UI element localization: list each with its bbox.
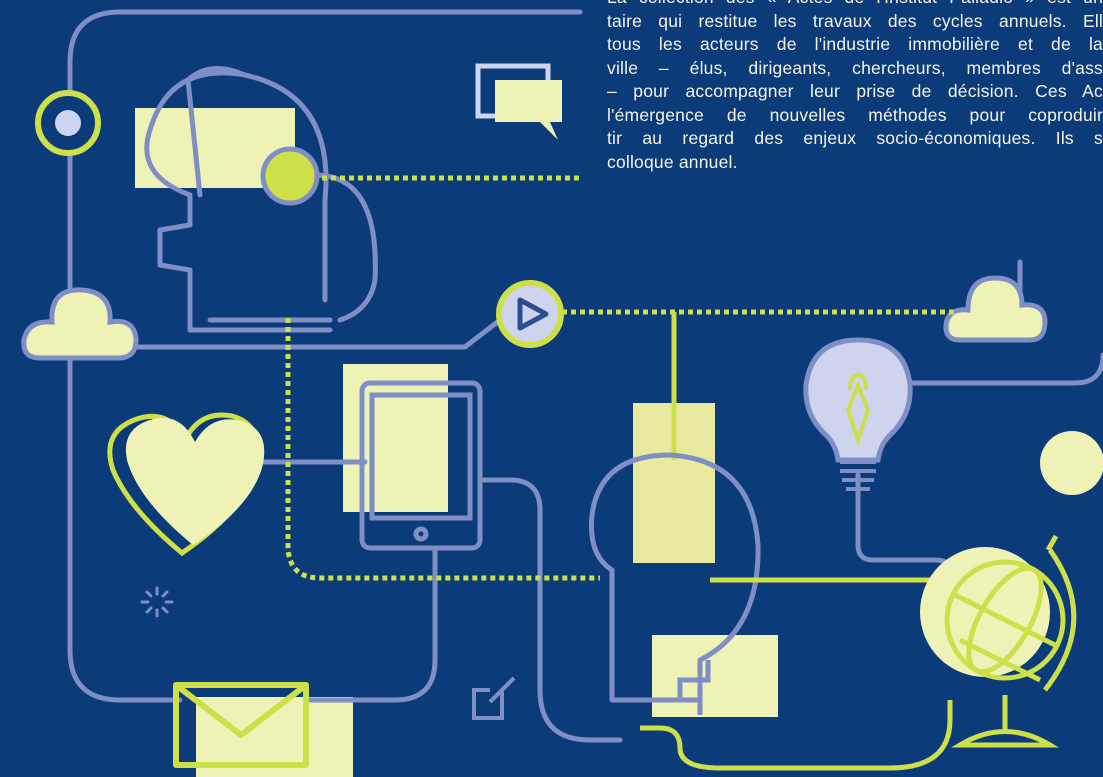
intro-line: – pour accompagner leur prise de décisio… — [607, 81, 1103, 101]
intro-line: colloque annuel. — [607, 151, 738, 172]
lime-connectors — [640, 577, 953, 771]
chat-bubble-icon — [475, 63, 562, 140]
tablet-icon — [359, 380, 483, 551]
intro-line: ville – élus, dirigeants, chercheurs, me… — [607, 57, 1103, 78]
heart-icon — [107, 412, 265, 557]
cloud-icon — [943, 275, 1048, 343]
intro-line: tous les acteurs de l'industrie immobili… — [607, 34, 1103, 54]
play-button-icon — [496, 280, 564, 348]
decorative-circle — [1040, 431, 1103, 495]
head-headphones-icon — [144, 66, 333, 333]
head-profile-icon — [588, 452, 761, 715]
intro-line: tir au regard des enjeux socio-économiqu… — [607, 128, 1103, 148]
headphone-earcup-icon — [260, 146, 320, 206]
cloud-icon — [21, 287, 139, 361]
intro-paragraph: La collection des « Actes de l'Institut … — [607, 0, 1103, 216]
target-icon — [35, 90, 101, 156]
loading-spinner-icon — [140, 586, 174, 618]
dotted-connectors — [285, 175, 955, 581]
envelope-icon — [173, 682, 309, 768]
intro-line: La collection des « Actes de l'Institut … — [607, 0, 1103, 10]
head-profile-icon — [618, 660, 711, 703]
light-bulb-icon — [803, 337, 913, 491]
edit-icon — [472, 676, 516, 720]
intro-line: l'émergence de nouvelles méthodes pour c… — [607, 104, 1103, 125]
globe-icon — [920, 534, 1077, 748]
intro-line: taire qui restitue les travaux des cycle… — [607, 10, 1103, 31]
